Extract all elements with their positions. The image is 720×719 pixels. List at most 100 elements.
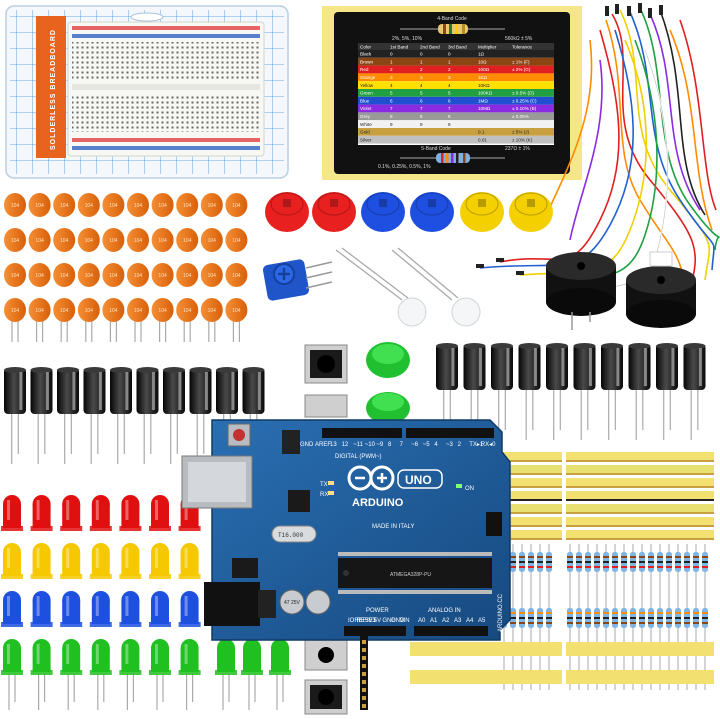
- resistor-color-card: 4-Band Code 2%, 5%, 10% 560kΩ ± 5% Color…: [322, 6, 582, 180]
- made-in-label: MADE IN ITALY: [372, 524, 414, 530]
- table-cell: 3: [420, 75, 423, 80]
- ceramic-capacitor: 104: [176, 228, 199, 252]
- table-cell: 8: [420, 114, 423, 119]
- table-cell: ± 1% (F): [512, 59, 530, 64]
- led: [30, 495, 53, 531]
- table-cell: Yellow: [360, 83, 374, 88]
- sample-resistor-bottom-icon: [400, 153, 505, 163]
- table-header-cell: Tolerance: [512, 45, 532, 50]
- table-cell: 0: [420, 52, 423, 57]
- resistor-block: [566, 452, 714, 690]
- analog-pin-label: A0: [418, 618, 426, 624]
- led: [1, 495, 23, 531]
- capacitor-label: 104: [35, 273, 44, 279]
- tact-switch: [304, 394, 348, 418]
- button-cap: [265, 192, 309, 232]
- ceramic-capacitor: 104: [4, 298, 26, 342]
- ceramic-capacitor: 104: [127, 263, 149, 287]
- buzzer-right: [626, 251, 696, 328]
- chip-label: ATMEGA328P-PU: [390, 572, 431, 578]
- button-cap: [460, 192, 504, 232]
- capacitor-label: 104: [35, 203, 44, 209]
- led: [149, 591, 171, 627]
- power-pin-label: 3V3: [365, 618, 376, 624]
- capacitor-label: 104: [35, 238, 44, 244]
- electrolytic-capacitor: [518, 343, 541, 440]
- ceramic-capacitor: 104: [127, 298, 149, 342]
- button-cap: [312, 192, 356, 232]
- led: [89, 639, 112, 710]
- capacitor-label: 104: [183, 203, 192, 209]
- ceramic-capacitor: 104: [53, 298, 76, 342]
- ceramic-capacitor: 104: [28, 298, 51, 342]
- capacitor-label: 104: [11, 238, 20, 244]
- ceramic-capacitor: 104: [77, 298, 100, 342]
- ceramic-capacitor: 104: [102, 298, 125, 342]
- capacitor-label: 104: [158, 308, 167, 314]
- ceramic-capacitor: 104: [225, 298, 248, 342]
- digital-pin-label: ~11: [353, 442, 363, 448]
- resistor: [546, 544, 552, 690]
- table-cell: ± 2% (G): [512, 67, 531, 72]
- table-cell: Silver: [360, 137, 372, 142]
- website-label: ARDUINO.CC: [498, 593, 504, 632]
- ceramic-capacitor: 104: [200, 298, 223, 342]
- table-cell: 10KΩ: [478, 83, 490, 88]
- ceramic-capacitor: 104: [4, 263, 26, 287]
- capacitor-label: 104: [183, 238, 192, 244]
- led: [119, 543, 142, 579]
- led: [1, 591, 23, 627]
- electrolytic-capacitor: [30, 367, 53, 464]
- table-cell: 0: [448, 52, 451, 57]
- table-cell: 9: [390, 122, 393, 127]
- electrolytic-capacitors-right: [436, 343, 706, 440]
- analog-pin-label: A5: [478, 618, 486, 624]
- ceramic-capacitor: 104: [151, 298, 174, 342]
- ceramic-capacitor: 104: [4, 228, 26, 252]
- resistor: [537, 544, 543, 690]
- led: [89, 543, 112, 579]
- capacitor-label: 104: [109, 308, 118, 314]
- analog-pin-label: A2: [442, 618, 450, 624]
- table-cell: 0.1: [478, 130, 485, 135]
- table-cell: ± 0.10% (B): [512, 106, 537, 111]
- sample-bottom-left: 0.1%, 0.25%, 0.5%, 1%: [378, 164, 431, 170]
- resistor: [666, 544, 672, 690]
- card-title-4band: 4-Band Code: [437, 16, 467, 22]
- table-header-cell: Multiplier: [478, 45, 497, 50]
- ceramic-capacitor: 104: [102, 228, 125, 252]
- capacitor-label: 104: [208, 238, 217, 244]
- table-cell: 4: [390, 83, 393, 88]
- capacitor-label: 104: [85, 203, 94, 209]
- resistor: [630, 544, 636, 690]
- brand-label: ARDUINO: [352, 497, 404, 509]
- digital-pin-label: TX▸1: [469, 442, 484, 448]
- table-cell: ± 5% (J): [512, 130, 530, 135]
- digital-pin-label: RX◂0: [481, 442, 496, 448]
- table-cell: 4: [448, 83, 451, 88]
- resistor: [567, 544, 573, 690]
- sample-resistor-top-icon: [400, 24, 505, 34]
- table-cell: 1MΩ: [478, 98, 488, 103]
- table-cell: 4: [420, 83, 423, 88]
- table-cell: Green: [360, 91, 373, 96]
- table-cell: 2: [448, 67, 451, 72]
- button-cap: [410, 192, 454, 232]
- electrolytic-capacitor: [163, 367, 185, 464]
- digital-pin-label: 2: [458, 442, 462, 448]
- table-cell: White: [360, 122, 372, 127]
- led: [119, 639, 142, 710]
- digital-pin-label: 7: [400, 442, 404, 448]
- table-cell: 1: [448, 59, 451, 64]
- electrolytic-capacitor: [463, 343, 486, 440]
- ceramic-capacitor: 104: [28, 193, 51, 217]
- capacitor-label: 104: [208, 308, 217, 314]
- ceramic-capacitor: 104: [225, 228, 248, 252]
- capacitor-label: 104: [208, 273, 217, 279]
- capacitor-label: 104: [60, 238, 69, 244]
- resistor: [675, 544, 681, 690]
